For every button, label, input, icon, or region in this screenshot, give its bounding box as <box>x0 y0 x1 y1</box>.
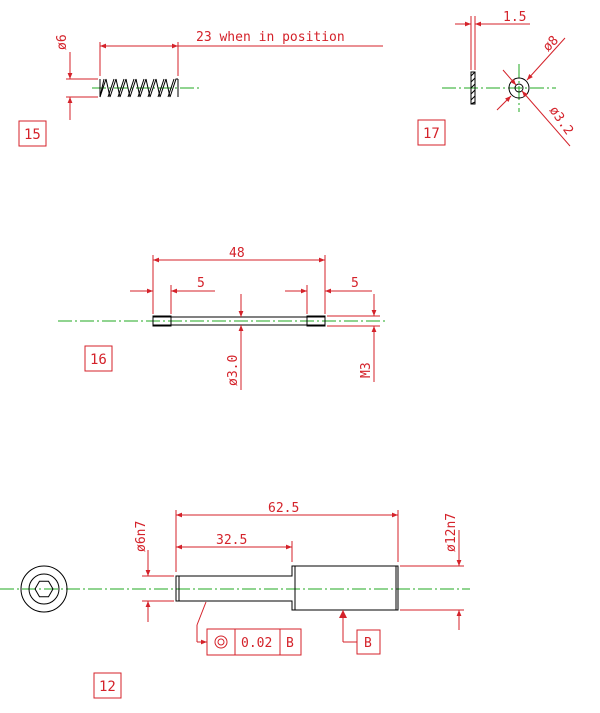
part-16-end-left-label: 5 <box>197 276 205 291</box>
part-15-spring: ø6 23 when in position 15 <box>18 30 383 147</box>
part-16-length-label: 48 <box>229 246 245 261</box>
datum-b-symbol: B <box>356 629 381 655</box>
washer-inner-circle <box>514 83 524 93</box>
shaft-side-view <box>175 565 399 611</box>
part-17-thickness-label: 1.5 <box>503 10 526 25</box>
part-12-step-label: 32.5 <box>216 533 247 548</box>
spring-coils <box>99 78 179 98</box>
part-12-number: 12 <box>99 679 116 695</box>
shaft-end-view <box>20 565 68 613</box>
fcf-tolerance-value: 0.02 <box>241 636 272 651</box>
part-16-dia-label: ø3.0 <box>226 355 241 386</box>
part-12-big-dia-label: ø12n7 <box>444 513 459 552</box>
part-12-total-label: 62.5 <box>268 501 299 516</box>
part-15-dia-label: ø6 <box>55 34 70 50</box>
part-16-thread-label: M3 <box>359 362 374 378</box>
washer-outer-circle <box>508 77 530 99</box>
feature-control-frame: 0.02 B <box>206 628 302 656</box>
part-12-small-dia-label: ø6n7 <box>134 521 149 552</box>
fcf-datum-ref: B <box>286 636 294 651</box>
datum-letter: B <box>364 636 372 651</box>
rod-thread-right <box>306 315 326 327</box>
part-16-number: 16 <box>90 352 107 368</box>
part-16-rod: 48 5 5 ø3.0 M3 16 <box>58 246 386 390</box>
part-17-number: 17 <box>423 126 440 142</box>
part-15-length-label: 23 when in position <box>196 30 345 45</box>
part-17-od-label: ø8 <box>540 33 562 55</box>
concentricity-icon <box>214 635 228 649</box>
part-17-washer: 1.5 ø8 ø3.2 17 <box>417 10 576 147</box>
part-16-end-right-label: 5 <box>351 276 359 291</box>
rod-thread-left <box>152 315 172 327</box>
part-15-number: 15 <box>24 127 41 143</box>
part-17-id-label: ø3.2 <box>546 104 576 138</box>
part-12-shaft: 62.5 32.5 ø6n7 ø12n7 0.02 B <box>0 501 470 699</box>
